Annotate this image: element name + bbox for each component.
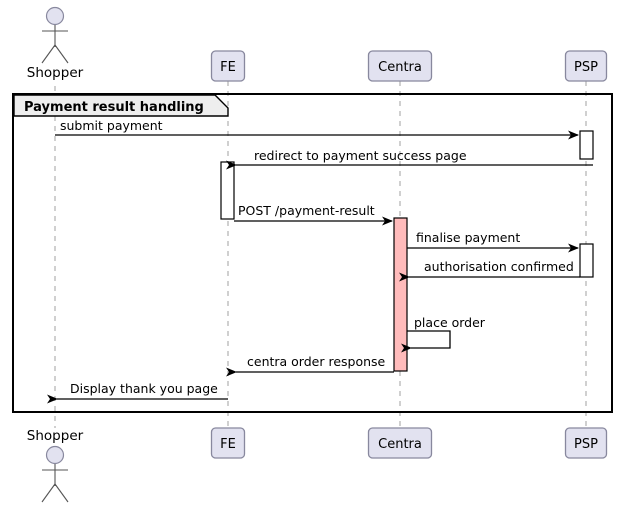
participant-label-centra: Centra: [378, 437, 422, 452]
participants-top: Shopper FE Centra PSP: [27, 6, 608, 82]
actor-head-icon: [45, 6, 65, 26]
participant-psp-bottom[interactable]: PSP: [564, 427, 608, 459]
messages-group: submit payment redirect to payment succe…: [47, 118, 593, 404]
participant-box: [367, 50, 433, 82]
message-self-call-path: [401, 330, 451, 353]
message-label: finalise payment: [416, 230, 520, 245]
participant-fe-bottom[interactable]: FE: [210, 427, 246, 459]
message-label: POST /payment-result: [238, 203, 375, 218]
frame-title: Payment result handling: [24, 100, 204, 115]
message-label: place order: [414, 315, 486, 330]
actor-leg-left: [41, 44, 56, 64]
message-place-order[interactable]: place order: [401, 315, 486, 353]
participant-label-fe: FE: [220, 60, 236, 75]
participant-box: [210, 427, 246, 459]
activation-psp-2: [579, 243, 594, 278]
participant-centra-bottom[interactable]: Centra: [367, 427, 433, 459]
participant-label-shopper: Shopper: [27, 65, 84, 81]
message-label: submit payment: [60, 118, 163, 133]
message-label: authorisation confirmed: [424, 259, 574, 274]
frame-header-pentagon: [13, 94, 229, 117]
participant-label-psp: PSP: [574, 437, 598, 452]
participant-psp-top[interactable]: PSP: [564, 50, 608, 82]
message-label: redirect to payment success page: [254, 148, 467, 163]
message-redirect-to-payment-success-page[interactable]: redirect to payment success page: [226, 148, 593, 170]
participant-box: [564, 427, 608, 459]
participant-shopper-top[interactable]: Shopper: [27, 6, 84, 82]
participant-box: [210, 50, 246, 82]
participant-label-psp: PSP: [574, 60, 598, 75]
participant-label-shopper: Shopper: [27, 428, 84, 444]
participant-shopper-bottom[interactable]: Shopper: [27, 428, 84, 503]
participant-box: [564, 50, 608, 82]
participant-box: [367, 427, 433, 459]
activation-fe-1: [220, 161, 235, 220]
message-post-payment-result[interactable]: POST /payment-result: [234, 203, 393, 226]
message-centra-order-response[interactable]: centra order response: [226, 354, 394, 377]
participant-label-centra: Centra: [378, 60, 422, 75]
message-display-thank-you-page[interactable]: Display thank you page: [47, 381, 228, 404]
lifelines-group: [54, 81, 587, 428]
activation-psp-1: [579, 130, 594, 160]
actor-leg-left: [41, 483, 56, 503]
frame-payment-result-handling: Payment result handling: [12, 93, 613, 413]
message-authorisation-confirmed[interactable]: authorisation confirmed: [399, 259, 580, 282]
activation-centra-1: [393, 217, 408, 372]
activations-group: [220, 130, 594, 372]
message-label: Display thank you page: [70, 381, 218, 396]
message-label: centra order response: [247, 354, 386, 369]
actor-leg-right: [54, 483, 69, 503]
message-submit-payment[interactable]: submit payment: [55, 118, 579, 140]
message-finalise-payment[interactable]: finalise payment: [407, 230, 579, 253]
participants-bottom: Shopper FE Centra PSP: [27, 427, 608, 503]
participant-label-fe: FE: [220, 437, 236, 452]
participant-centra-top[interactable]: Centra: [367, 50, 433, 82]
participant-fe-top[interactable]: FE: [210, 50, 246, 82]
actor-head-icon: [45, 445, 65, 465]
actor-leg-right: [54, 44, 69, 64]
frame-border: [12, 93, 613, 413]
